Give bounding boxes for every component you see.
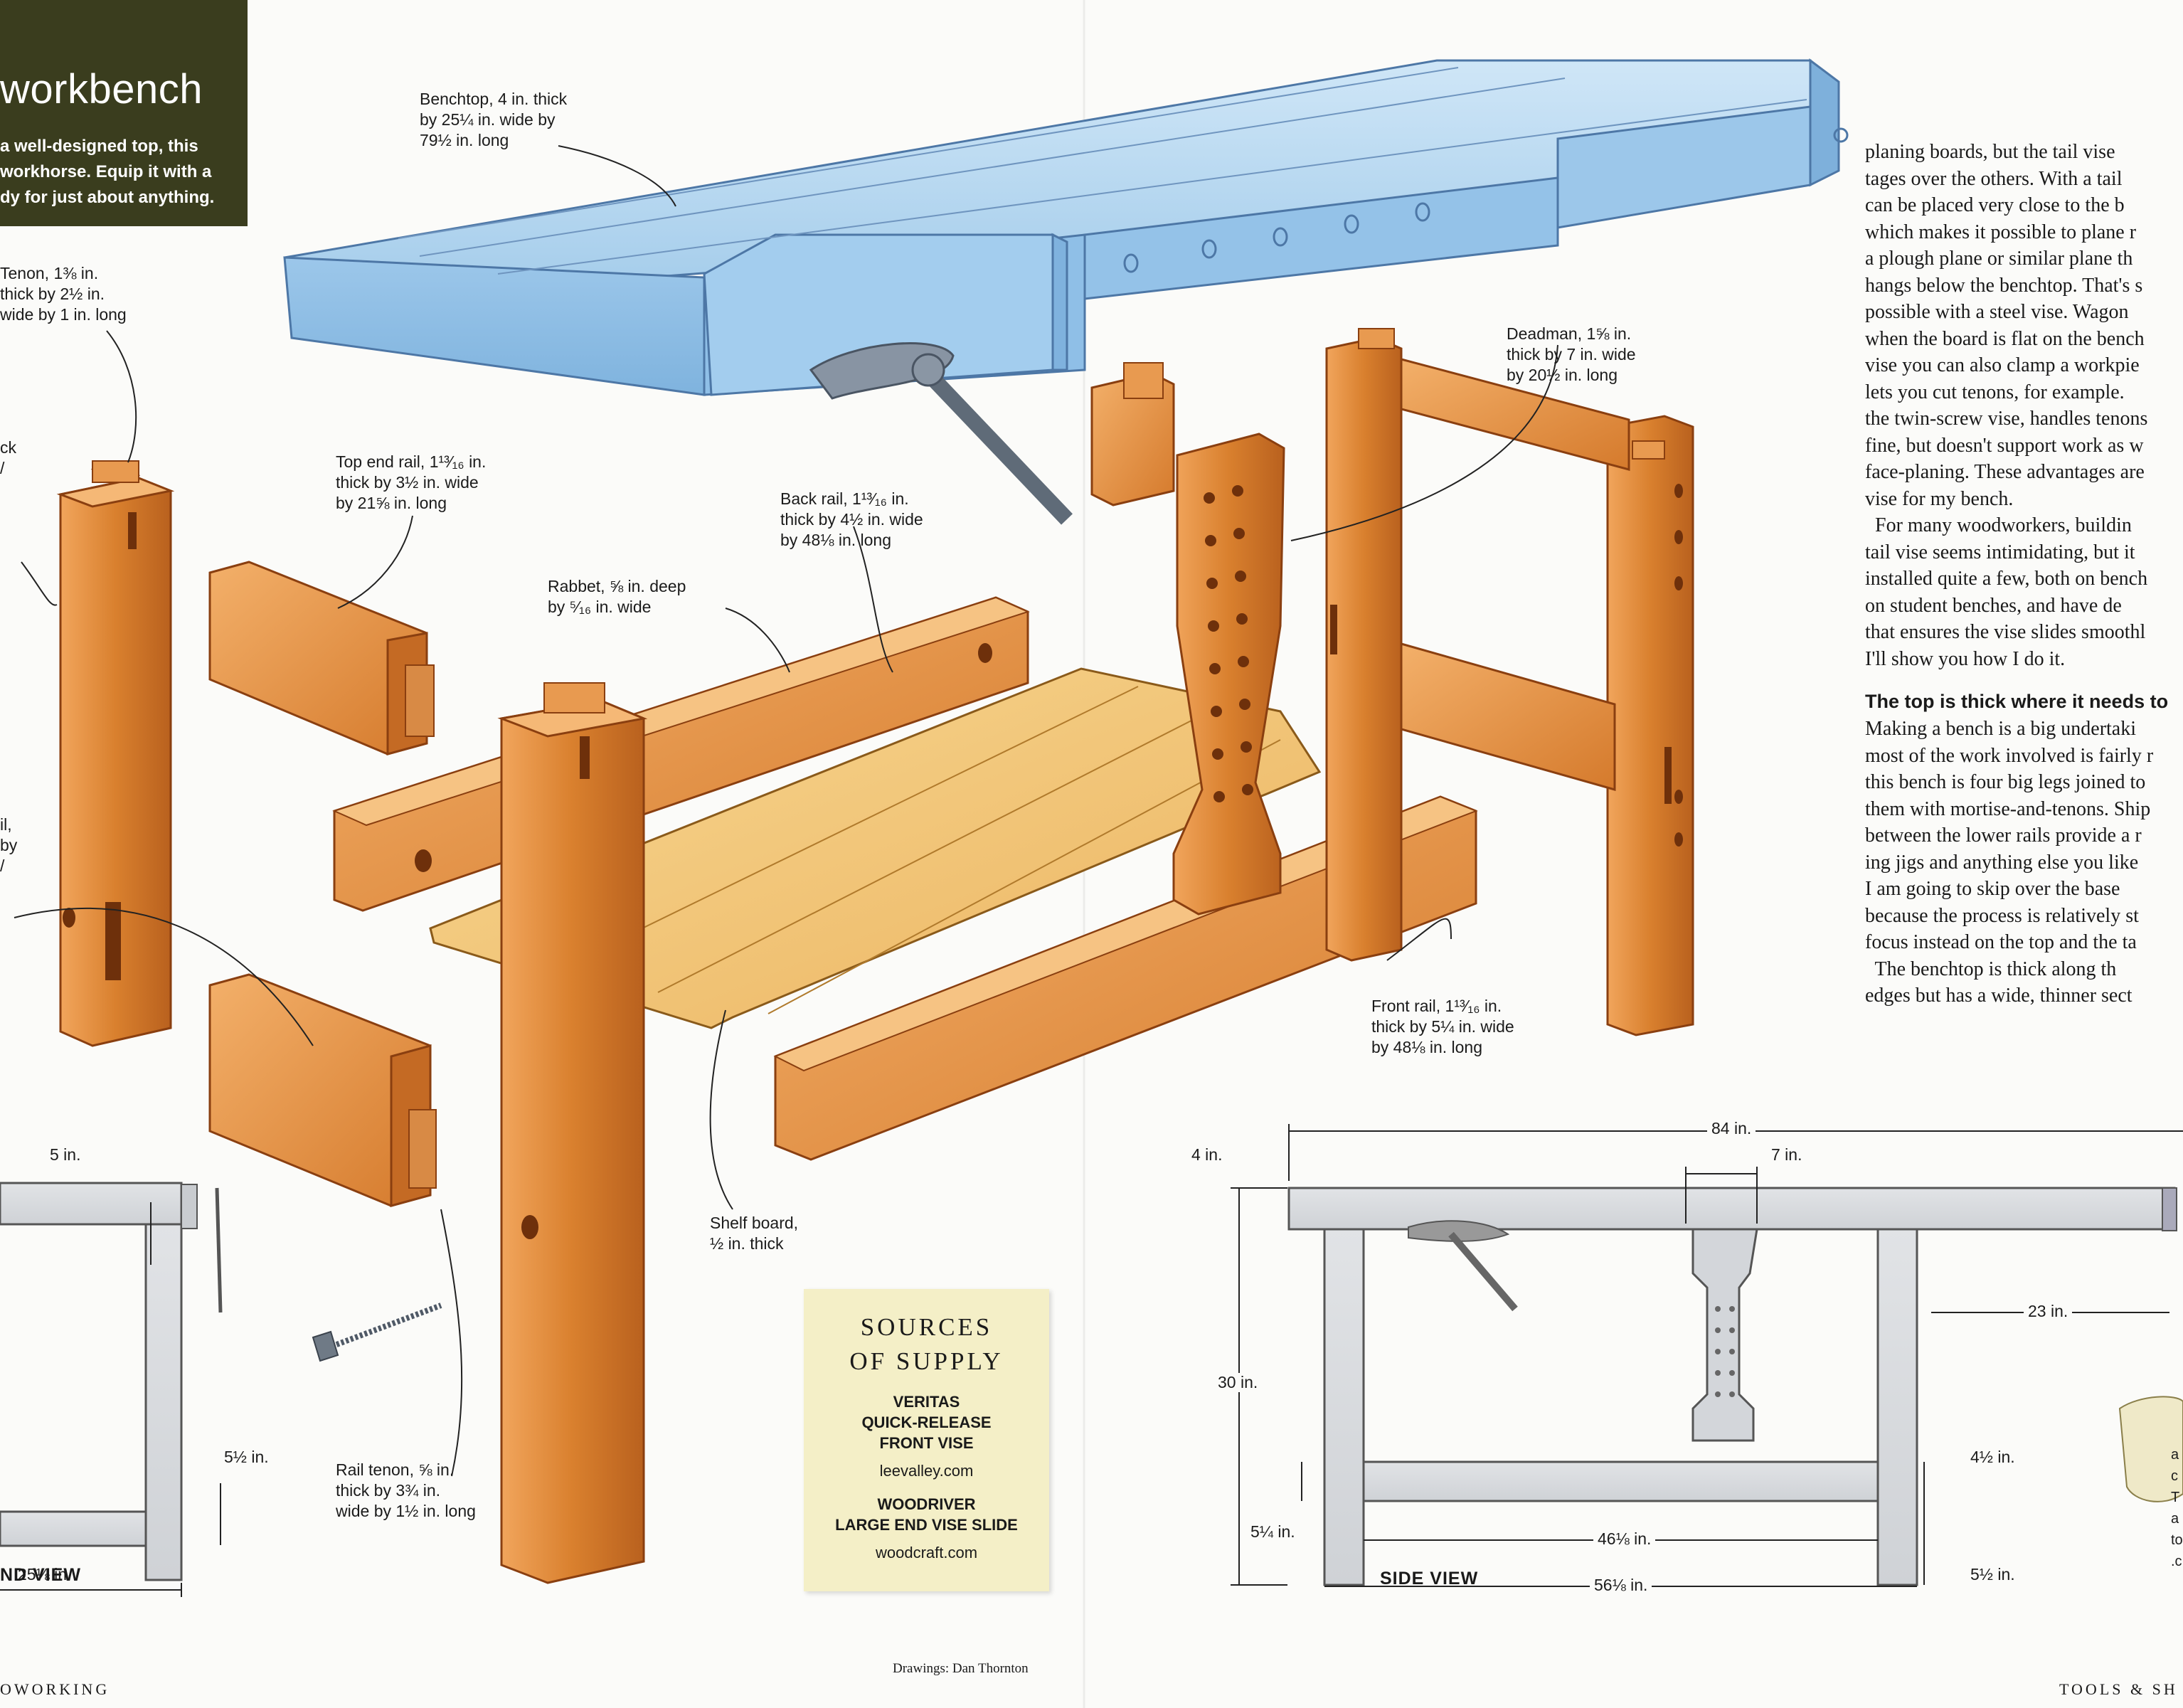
front-left-leg — [497, 682, 648, 1584]
source-url: woodcraft.com — [875, 1544, 978, 1561]
side-view-drawing — [1231, 1124, 2183, 1587]
benchtop — [283, 58, 1849, 525]
article-paragraph: For many woodworkers, buildin tail vise … — [1865, 514, 2148, 670]
side-view-dim-inner: 46⅛ in. — [1593, 1529, 1656, 1549]
top-end-rail — [208, 561, 435, 755]
end-view-drawing — [0, 1182, 223, 1597]
scroll-icon — [2118, 1396, 2183, 1502]
callout-cut-il: il, by / — [0, 815, 18, 875]
footer-magazine-name: OWORKING — [0, 1680, 110, 1698]
side-view-dim-length: 84 in. — [1707, 1119, 1756, 1138]
shelf — [429, 667, 1322, 1029]
right-leg-assembly — [1325, 328, 1694, 1036]
article-title: workbench — [0, 66, 203, 112]
left-leg — [56, 460, 175, 1047]
article-subheading: The top is thick where it needs to — [1865, 691, 2169, 712]
lower-end-rail — [208, 973, 437, 1207]
rail-bolt — [312, 1303, 442, 1362]
article-body: planing boards, but the tail vise tages … — [1865, 139, 2183, 1009]
end-view-dim-top: 5 in. — [50, 1145, 81, 1164]
callout-top-end-rail: Top end rail, 1¹³⁄₁₆ in. thick by 3½ in.… — [336, 452, 487, 512]
side-view-dim-rail-lower: 5¼ in. — [1250, 1522, 1295, 1541]
footer-magazine-name-right: TOOLS & SH — [2059, 1680, 2178, 1698]
article-intro: a well-designed top, this workhorse. Equ… — [0, 137, 215, 207]
sources-of-supply-box: SOURCES OF SUPPLY VERITAS QUICK-RELEASE … — [804, 1289, 1049, 1591]
sources-title: SOURCES OF SUPPLY — [849, 1313, 1004, 1375]
side-view-dim-height: 30 in. — [1218, 1373, 1258, 1392]
end-view-dim-width: 25⅛ in. — [18, 1565, 72, 1584]
callout-tenon: Tenon, 1⅜ in. thick by 2½ in. wide by 1 … — [0, 264, 127, 324]
article-paragraph: Making a bench is a big undertaki most o… — [1865, 718, 2154, 1007]
article-paragraph: planing boards, but the tail vise tages … — [1865, 141, 2148, 510]
side-view-dim-thickness: 4 in. — [1191, 1145, 1223, 1164]
drawings-credit: Drawings: Dan Thornton — [893, 1661, 1029, 1676]
callout-cut-ck: ck / — [0, 438, 16, 477]
side-view-dim-rail-right: 5½ in. — [1970, 1565, 2015, 1584]
callout-rabbet: Rabbet, ⅝ in. deep by ⁵⁄₁₆ in. wide — [548, 577, 686, 616]
callout-rail-tenon: Rail tenon, ⅝ in. thick by 3¾ in. wide b… — [336, 1460, 476, 1520]
callout-shelf-board: Shelf board, ½ in. thick — [710, 1214, 799, 1253]
callout-benchtop: Benchtop, 4 in. thick by 25¼ in. wide by… — [420, 90, 568, 149]
source-name: WOODRIVER LARGE END VISE SLIDE — [835, 1495, 1018, 1534]
source-url: leevalley.com — [879, 1462, 974, 1480]
side-view-dim-outer: 56⅛ in. — [1590, 1576, 1652, 1595]
side-view-dim-rail-upper: 4½ in. — [1970, 1448, 2015, 1466]
side-view-label: SIDE VIEW — [1380, 1569, 1479, 1588]
callout-front-rail: Front rail, 1¹³⁄₁₆ in. thick by 5¼ in. w… — [1371, 997, 1514, 1056]
callout-deadman: Deadman, 1⅝ in. thick by 7 in. wide by 2… — [1507, 324, 1636, 384]
end-view-label: ND VIEW — [0, 1565, 81, 1585]
callout-back-rail: Back rail, 1¹³⁄₁₆ in. thick by 4½ in. wi… — [780, 489, 923, 549]
title-block: workbench a well-designed top, this work… — [0, 0, 248, 226]
margin-note: a c T a to .c — [2171, 1447, 2183, 1569]
side-view-dim-deadman: 7 in. — [1771, 1145, 1802, 1164]
deadman-guide — [1090, 362, 1175, 506]
side-view-dim-vise: 23 in. — [2024, 1302, 2073, 1321]
source-name: VERITAS QUICK-RELEASE FRONT VISE — [861, 1393, 992, 1452]
deadman — [1172, 433, 1285, 916]
end-view-dim-rail: 5½ in. — [224, 1448, 269, 1466]
